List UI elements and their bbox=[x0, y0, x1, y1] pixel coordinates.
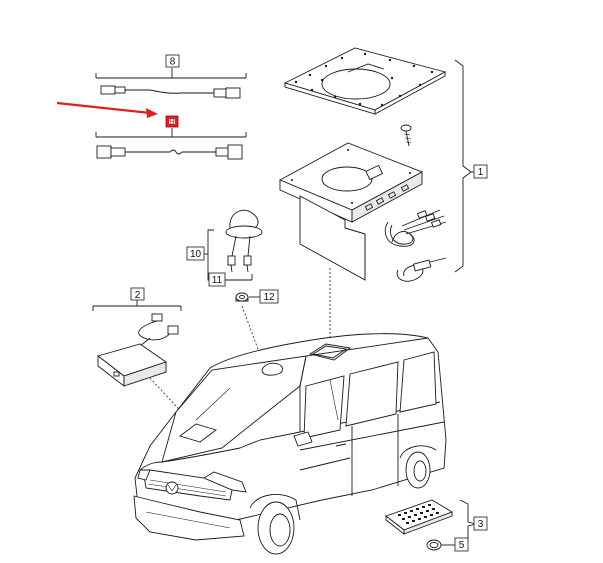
callout-3[interactable]: 3 bbox=[473, 516, 488, 531]
callout-10[interactable]: 10 bbox=[186, 246, 205, 261]
screw bbox=[400, 124, 412, 147]
lead-line-antenna bbox=[241, 305, 263, 361]
roof-monitor-unit bbox=[278, 142, 424, 281]
remote-control bbox=[385, 499, 454, 535]
power-cable bbox=[396, 257, 447, 282]
av-cable bbox=[384, 209, 447, 247]
mounting-plate bbox=[283, 47, 447, 115]
callout-2[interactable]: 2 bbox=[130, 287, 145, 301]
battery-disc bbox=[426, 539, 455, 551]
callout-2-label: 2 bbox=[135, 290, 141, 301]
bracket-part-1 bbox=[454, 59, 476, 273]
callout-highlight[interactable]: 9 bbox=[165, 115, 179, 128]
callout-8-label: 8 bbox=[170, 57, 176, 68]
callout-5-label: 5 bbox=[459, 540, 465, 551]
callout-8[interactable]: 8 bbox=[165, 54, 180, 68]
callout-11[interactable]: 11 bbox=[208, 272, 253, 287]
callout-1-label: 1 bbox=[478, 167, 484, 178]
red-pointer-arrow bbox=[56, 101, 158, 118]
control-module bbox=[97, 343, 167, 387]
bracket-part-3 bbox=[459, 499, 477, 542]
callout-11-label: 11 bbox=[212, 275, 223, 286]
callout-1[interactable]: 1 bbox=[473, 164, 488, 179]
module-cable bbox=[138, 313, 179, 347]
callout-highlight-label: 9 bbox=[169, 117, 175, 128]
callout-12-label: 12 bbox=[263, 292, 275, 303]
cable-part-9 bbox=[95, 128, 247, 160]
roof-antenna bbox=[225, 209, 263, 273]
callout-10-label: 10 bbox=[190, 249, 202, 260]
callout-12[interactable]: 12 bbox=[259, 289, 279, 304]
antenna-nut bbox=[235, 292, 260, 302]
callout-3-label: 3 bbox=[478, 519, 484, 530]
van-illustration bbox=[133, 333, 447, 555]
cable-part-8 bbox=[95, 68, 247, 99]
callout-5[interactable]: 5 bbox=[454, 537, 469, 552]
bracket-part-2 bbox=[92, 300, 182, 311]
